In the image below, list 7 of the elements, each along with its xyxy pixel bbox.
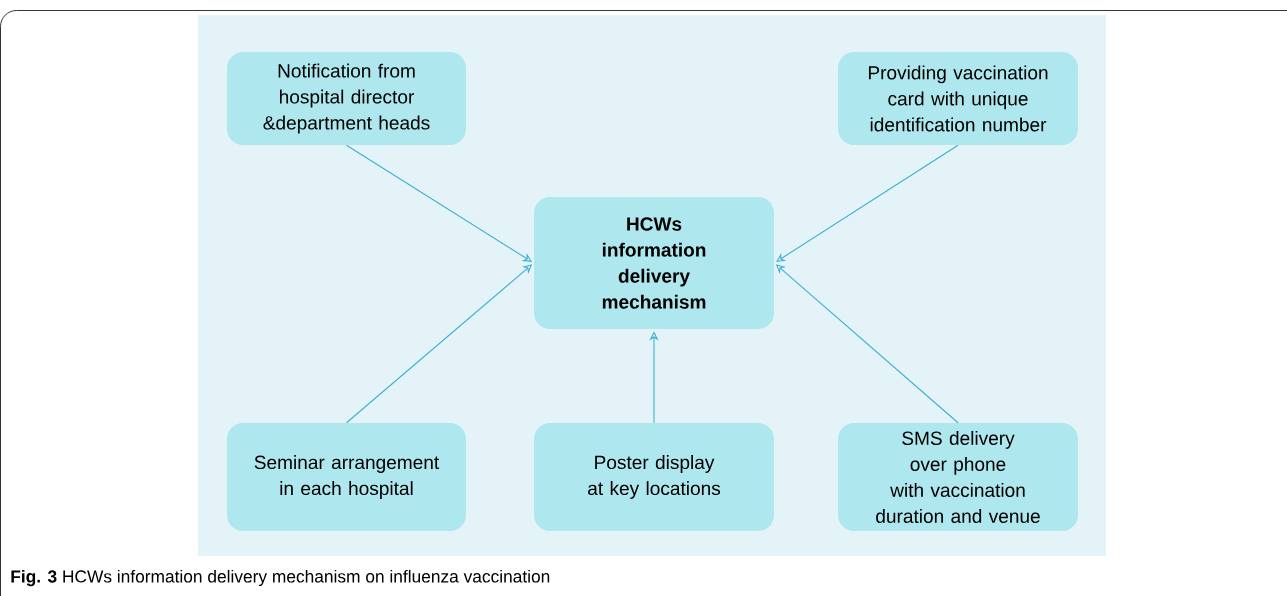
caption: Fig. 3 HCWs information delivery mechanism on influenza vaccination (11, 569, 550, 587)
process-box: Seminar arrangement in each hospital (227, 423, 466, 531)
process-box: SMS delivery over phone with vaccination duration and venue (838, 423, 1078, 531)
process-box: Poster display at key locations (534, 423, 774, 531)
process-box: Notification from hospital director &department heads (227, 52, 466, 145)
central-box: HCWs information delivery mechanism (534, 197, 774, 329)
process-box: Providing vaccination card with unique identification number (838, 52, 1078, 145)
